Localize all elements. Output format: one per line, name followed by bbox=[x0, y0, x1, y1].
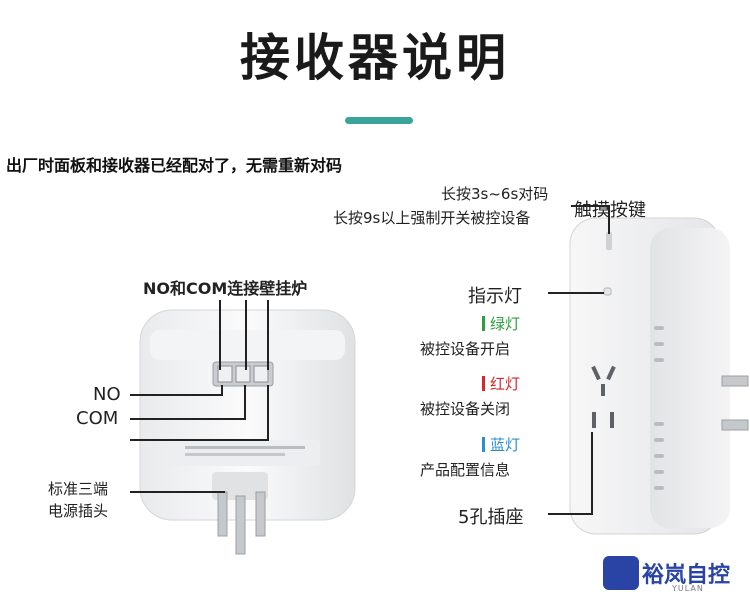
plug-label-line1: 标准三端 bbox=[48, 480, 109, 498]
long-press-pairing: 长按3s~6s对码 bbox=[441, 185, 549, 203]
page-title: 接收器说明 bbox=[240, 29, 510, 87]
touch-key-label: 触摸按键 bbox=[574, 200, 646, 221]
left-leader-lines bbox=[130, 300, 269, 493]
receiver-back-view bbox=[139, 309, 356, 555]
green-light-tag: 绿灯 bbox=[482, 313, 520, 334]
brand-name: 裕岚自控 bbox=[642, 563, 731, 588]
plug-label-line2: 电源插头 bbox=[48, 502, 109, 520]
red-light-desc: 被控设备关闭 bbox=[420, 400, 511, 418]
blue-light-desc: 产品配置信息 bbox=[420, 461, 511, 479]
pairing-note: 出厂时面板和接收器已经配对了，无需重新对码 bbox=[6, 156, 343, 175]
long-press-force: 长按9s以上强制开关被控设备 bbox=[333, 209, 531, 227]
no-terminal-label: NO bbox=[93, 384, 121, 405]
com-terminal-label: COM bbox=[76, 408, 119, 429]
title-underline bbox=[345, 117, 413, 124]
blue-light-tag: 蓝灯 bbox=[482, 434, 520, 455]
green-light-desc: 被控设备开启 bbox=[420, 340, 511, 358]
receiver-front-view bbox=[569, 217, 749, 535]
red-light-tag: 红灯 bbox=[482, 373, 520, 394]
socket-label: 5孔插座 bbox=[458, 507, 524, 528]
green-light-text: 绿灯 bbox=[490, 315, 521, 333]
blue-marker bbox=[482, 437, 485, 452]
terminal-label: NO和COM连接壁挂炉 bbox=[143, 279, 308, 298]
red-marker bbox=[482, 376, 485, 391]
brand-subtext: YULAN bbox=[672, 584, 704, 593]
right-leader-lines bbox=[548, 205, 610, 515]
indicator-label: 指示灯 bbox=[468, 286, 522, 307]
brand-logo-icon bbox=[603, 556, 639, 590]
green-marker bbox=[482, 316, 485, 331]
blue-light-text: 蓝灯 bbox=[490, 436, 521, 454]
red-light-text: 红灯 bbox=[490, 375, 521, 393]
